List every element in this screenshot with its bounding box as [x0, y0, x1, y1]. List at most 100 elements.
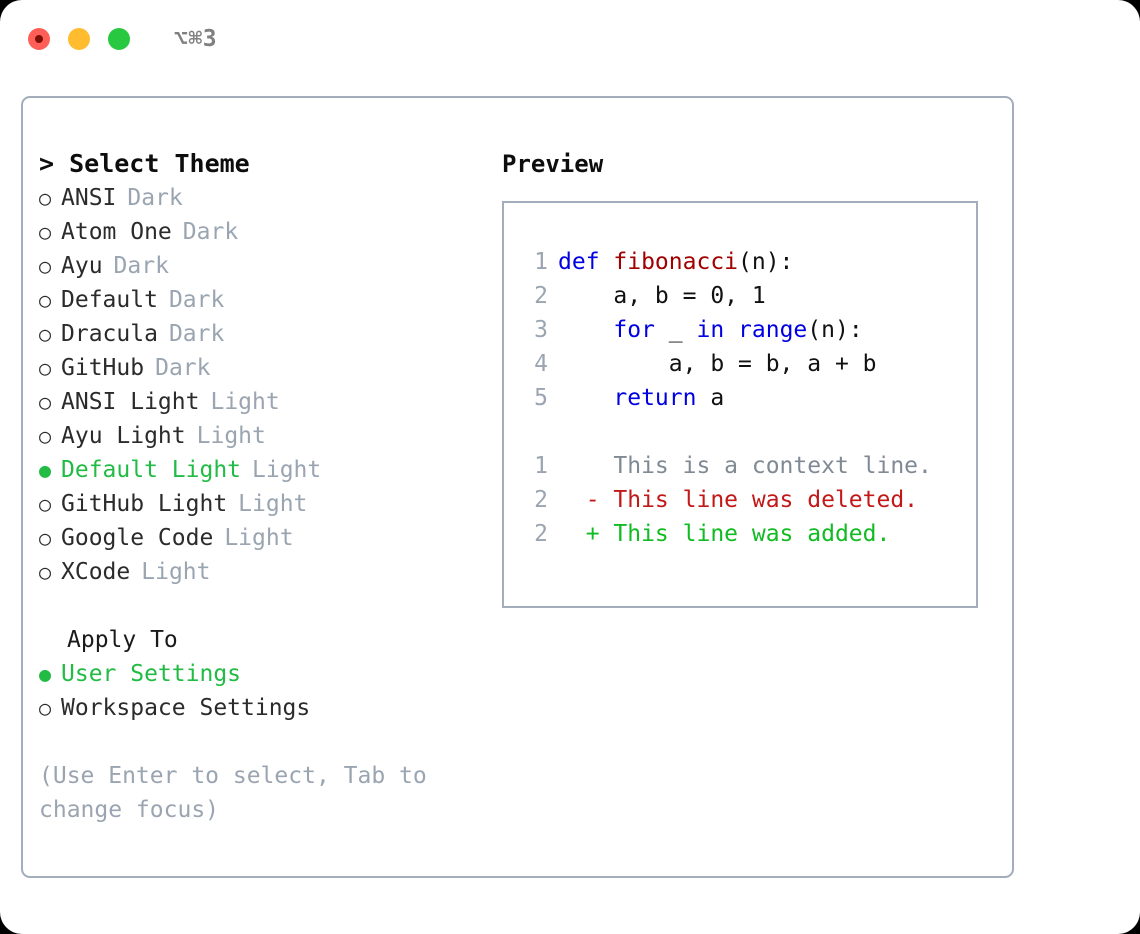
theme-option-default-light[interactable]: ● Default Light Light	[39, 453, 479, 487]
diff-line-number: 2	[534, 521, 548, 547]
diff-sample: 1 This is a context line.2 - This line w…	[526, 449, 976, 551]
theme-option-label: Ayu	[61, 253, 103, 279]
radio-unselected-icon: ○	[39, 560, 52, 584]
radio-unselected-icon: ○	[39, 356, 52, 380]
spacer	[526, 415, 976, 449]
diff-line-number: 2	[534, 487, 548, 513]
theme-option-ayu[interactable]: ○ Ayu Dark	[39, 249, 479, 283]
code-line-number: 3	[534, 317, 548, 343]
code-line: 3 for _ in range(n):	[526, 313, 976, 347]
theme-option-label: Default Light	[61, 457, 242, 483]
keyboard-hint-text: (Use Enter to select, Tab to change focu…	[39, 763, 441, 823]
theme-option-label: ANSI Light	[61, 389, 200, 415]
apply-to-option-label: Workspace Settings	[61, 695, 311, 721]
radio-unselected-icon: ○	[39, 322, 52, 346]
diff-line-deleted: 2 - This line was deleted.	[526, 483, 976, 517]
diff-line-number: 1	[534, 453, 548, 479]
radio-unselected-icon: ○	[39, 254, 52, 278]
radio-unselected-icon: ○	[39, 492, 52, 516]
theme-option-category: Light	[196, 423, 266, 449]
theme-option-category: Dark	[182, 219, 239, 245]
code-token-plain: (n):	[738, 249, 794, 275]
radio-unselected-icon: ○	[39, 186, 52, 210]
apply-to-option-list[interactable]: ● User Settings ○Workspace Settings	[39, 657, 479, 725]
radio-unselected-icon: ○	[39, 526, 52, 550]
diff-line-text: + This line was added.	[558, 521, 891, 547]
code-line: 5 return a	[526, 381, 976, 415]
code-line-number: 5	[534, 385, 548, 411]
radio-unselected-icon: ○	[39, 390, 52, 414]
close-icon	[35, 35, 43, 43]
theme-option-category: Light	[238, 491, 308, 517]
theme-option-category: Dark	[168, 321, 225, 347]
theme-option-category: Light	[252, 457, 322, 483]
diff-line-context: 1 This is a context line.	[526, 449, 976, 483]
theme-option-default[interactable]: ○ Default Dark	[39, 283, 479, 317]
theme-option-dracula[interactable]: ○ Dracula Dark	[39, 317, 479, 351]
zoom-button[interactable]	[108, 28, 130, 50]
code-token-plain: _	[654, 317, 697, 343]
theme-option-label: ANSI	[61, 185, 117, 211]
traffic-light-group	[28, 28, 130, 50]
theme-option-ansi[interactable]: ○ ANSI Dark	[39, 181, 479, 215]
diff-line-text: This is a context line.	[558, 453, 932, 479]
apply-to-option-workspace-settings[interactable]: ○Workspace Settings	[39, 691, 479, 725]
theme-option-category: Light	[224, 525, 294, 551]
theme-option-ansi-light[interactable]: ○ ANSI Light Light	[39, 385, 479, 419]
code-token-kw: range	[738, 317, 808, 343]
code-token-plain: a, b = b, a + b	[558, 351, 877, 377]
theme-option-label: GitHub	[61, 355, 145, 381]
radio-unselected-icon: ○	[39, 220, 52, 244]
theme-option-ayu-light[interactable]: ○ Ayu Light Light	[39, 419, 479, 453]
theme-option-category: Dark	[113, 253, 169, 279]
apply-to-header: Apply To	[67, 627, 178, 653]
code-line-number: 2	[534, 283, 548, 309]
radio-selected-icon: ●	[39, 662, 52, 686]
code-token-kw: def	[558, 249, 614, 275]
code-token-plain: a	[696, 385, 725, 411]
window-shortcut-label: ⌥⌘3	[174, 25, 218, 52]
theme-option-github-light[interactable]: ○ GitHub Light Light	[39, 487, 479, 521]
theme-option-label: Ayu Light	[61, 423, 186, 449]
code-line: 4 a, b = b, a + b	[526, 347, 976, 381]
code-token-plain: a, b = 0, 1	[558, 283, 766, 309]
radio-unselected-icon: ○	[39, 288, 52, 312]
code-token-kw: for	[613, 317, 655, 343]
code-line-number: 4	[534, 351, 548, 377]
theme-option-category: Light	[210, 389, 280, 415]
diff-line-text: - This line was deleted.	[558, 487, 919, 513]
theme-option-github[interactable]: ○ GitHub Dark	[39, 351, 479, 385]
theme-option-label: Default	[61, 287, 158, 313]
radio-selected-icon: ●	[39, 458, 52, 482]
code-token-plain: (n):	[807, 317, 863, 343]
apply-to-option-label: User Settings	[61, 661, 242, 687]
code-token-plain	[558, 385, 613, 411]
theme-option-category: Light	[141, 559, 211, 585]
close-button[interactable]	[28, 28, 50, 50]
theme-option-category: Dark	[168, 287, 225, 313]
diff-line-added: 2 + This line was added.	[526, 517, 976, 551]
code-line: 2 a, b = 0, 1	[526, 279, 976, 313]
code-token-fn: fibonacci	[613, 249, 739, 275]
theme-option-label: GitHub Light	[61, 491, 228, 517]
title-bar: ⌥⌘3	[0, 0, 1140, 78]
code-token-plain	[558, 317, 613, 343]
code-token-plain	[724, 317, 738, 343]
theme-option-category: Dark	[155, 355, 211, 381]
apply-to-option-user-settings[interactable]: ● User Settings	[39, 657, 479, 691]
theme-option-category: Dark	[127, 185, 183, 211]
radio-unselected-icon: ○	[39, 424, 52, 448]
minimize-button[interactable]	[68, 28, 90, 50]
theme-list-header: > Select Theme	[39, 149, 250, 178]
theme-option-label: Dracula	[61, 321, 158, 347]
